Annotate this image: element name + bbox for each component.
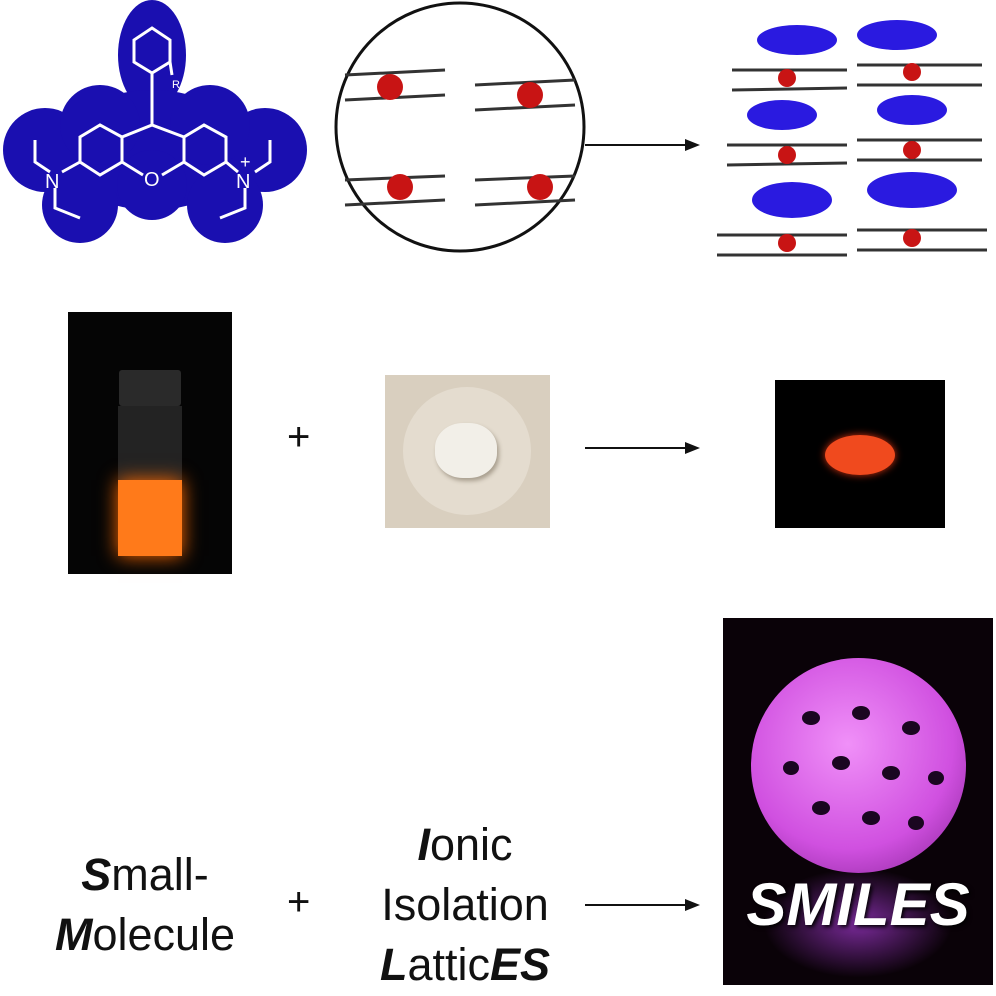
- word-molecule: olecule: [92, 909, 236, 960]
- vial-cap: [119, 370, 181, 406]
- ionic-isolation-lattices-text: Ionic Isolation LatticES: [345, 815, 585, 995]
- letter-i: I: [417, 819, 430, 870]
- lattice-closeup-circle: [334, 1, 586, 253]
- fluorescent-powder-photo: [775, 380, 945, 528]
- word-small: mall-: [111, 849, 209, 900]
- arrow-right-icon: [585, 899, 700, 911]
- letter-s: S: [81, 849, 112, 900]
- arrow-right-icon: [585, 442, 700, 454]
- sphere-reflection: [763, 868, 953, 978]
- arrow-right-icon: [585, 139, 700, 151]
- letter-m: M: [54, 909, 93, 960]
- sphere-holes: [783, 706, 944, 830]
- charge-label: +: [240, 152, 251, 172]
- word-isolation: Isolation: [381, 879, 549, 930]
- oxygen-label: O: [144, 169, 160, 191]
- white-powder-photo: [385, 375, 550, 528]
- orange-solution: [118, 480, 182, 556]
- dye-solution-vial-photo: [68, 312, 232, 574]
- letters-es: ES: [490, 939, 551, 990]
- smiles-label: SMILES: [746, 871, 970, 938]
- red-powder: [825, 435, 895, 475]
- word-ionic: onic: [429, 819, 513, 870]
- plus-sign: +: [287, 880, 311, 924]
- plus-sign: +: [287, 415, 311, 459]
- letter-l: L: [379, 939, 408, 990]
- substituent-label: R: [172, 79, 180, 91]
- glowing-sphere: [751, 658, 966, 873]
- nitrogen-left-label: N: [45, 171, 59, 193]
- white-powder: [435, 423, 497, 478]
- crystal-lattice-structure: [717, 20, 987, 257]
- smiles-glowing-sphere-photo: SMILES: [723, 618, 993, 985]
- nitrogen-right-label: N: [236, 171, 250, 193]
- word-lattic: attic: [407, 939, 490, 990]
- small-molecule-text: Small- Molecule: [30, 845, 260, 965]
- rhodamine-molecule-model: N N + O R: [3, 0, 307, 243]
